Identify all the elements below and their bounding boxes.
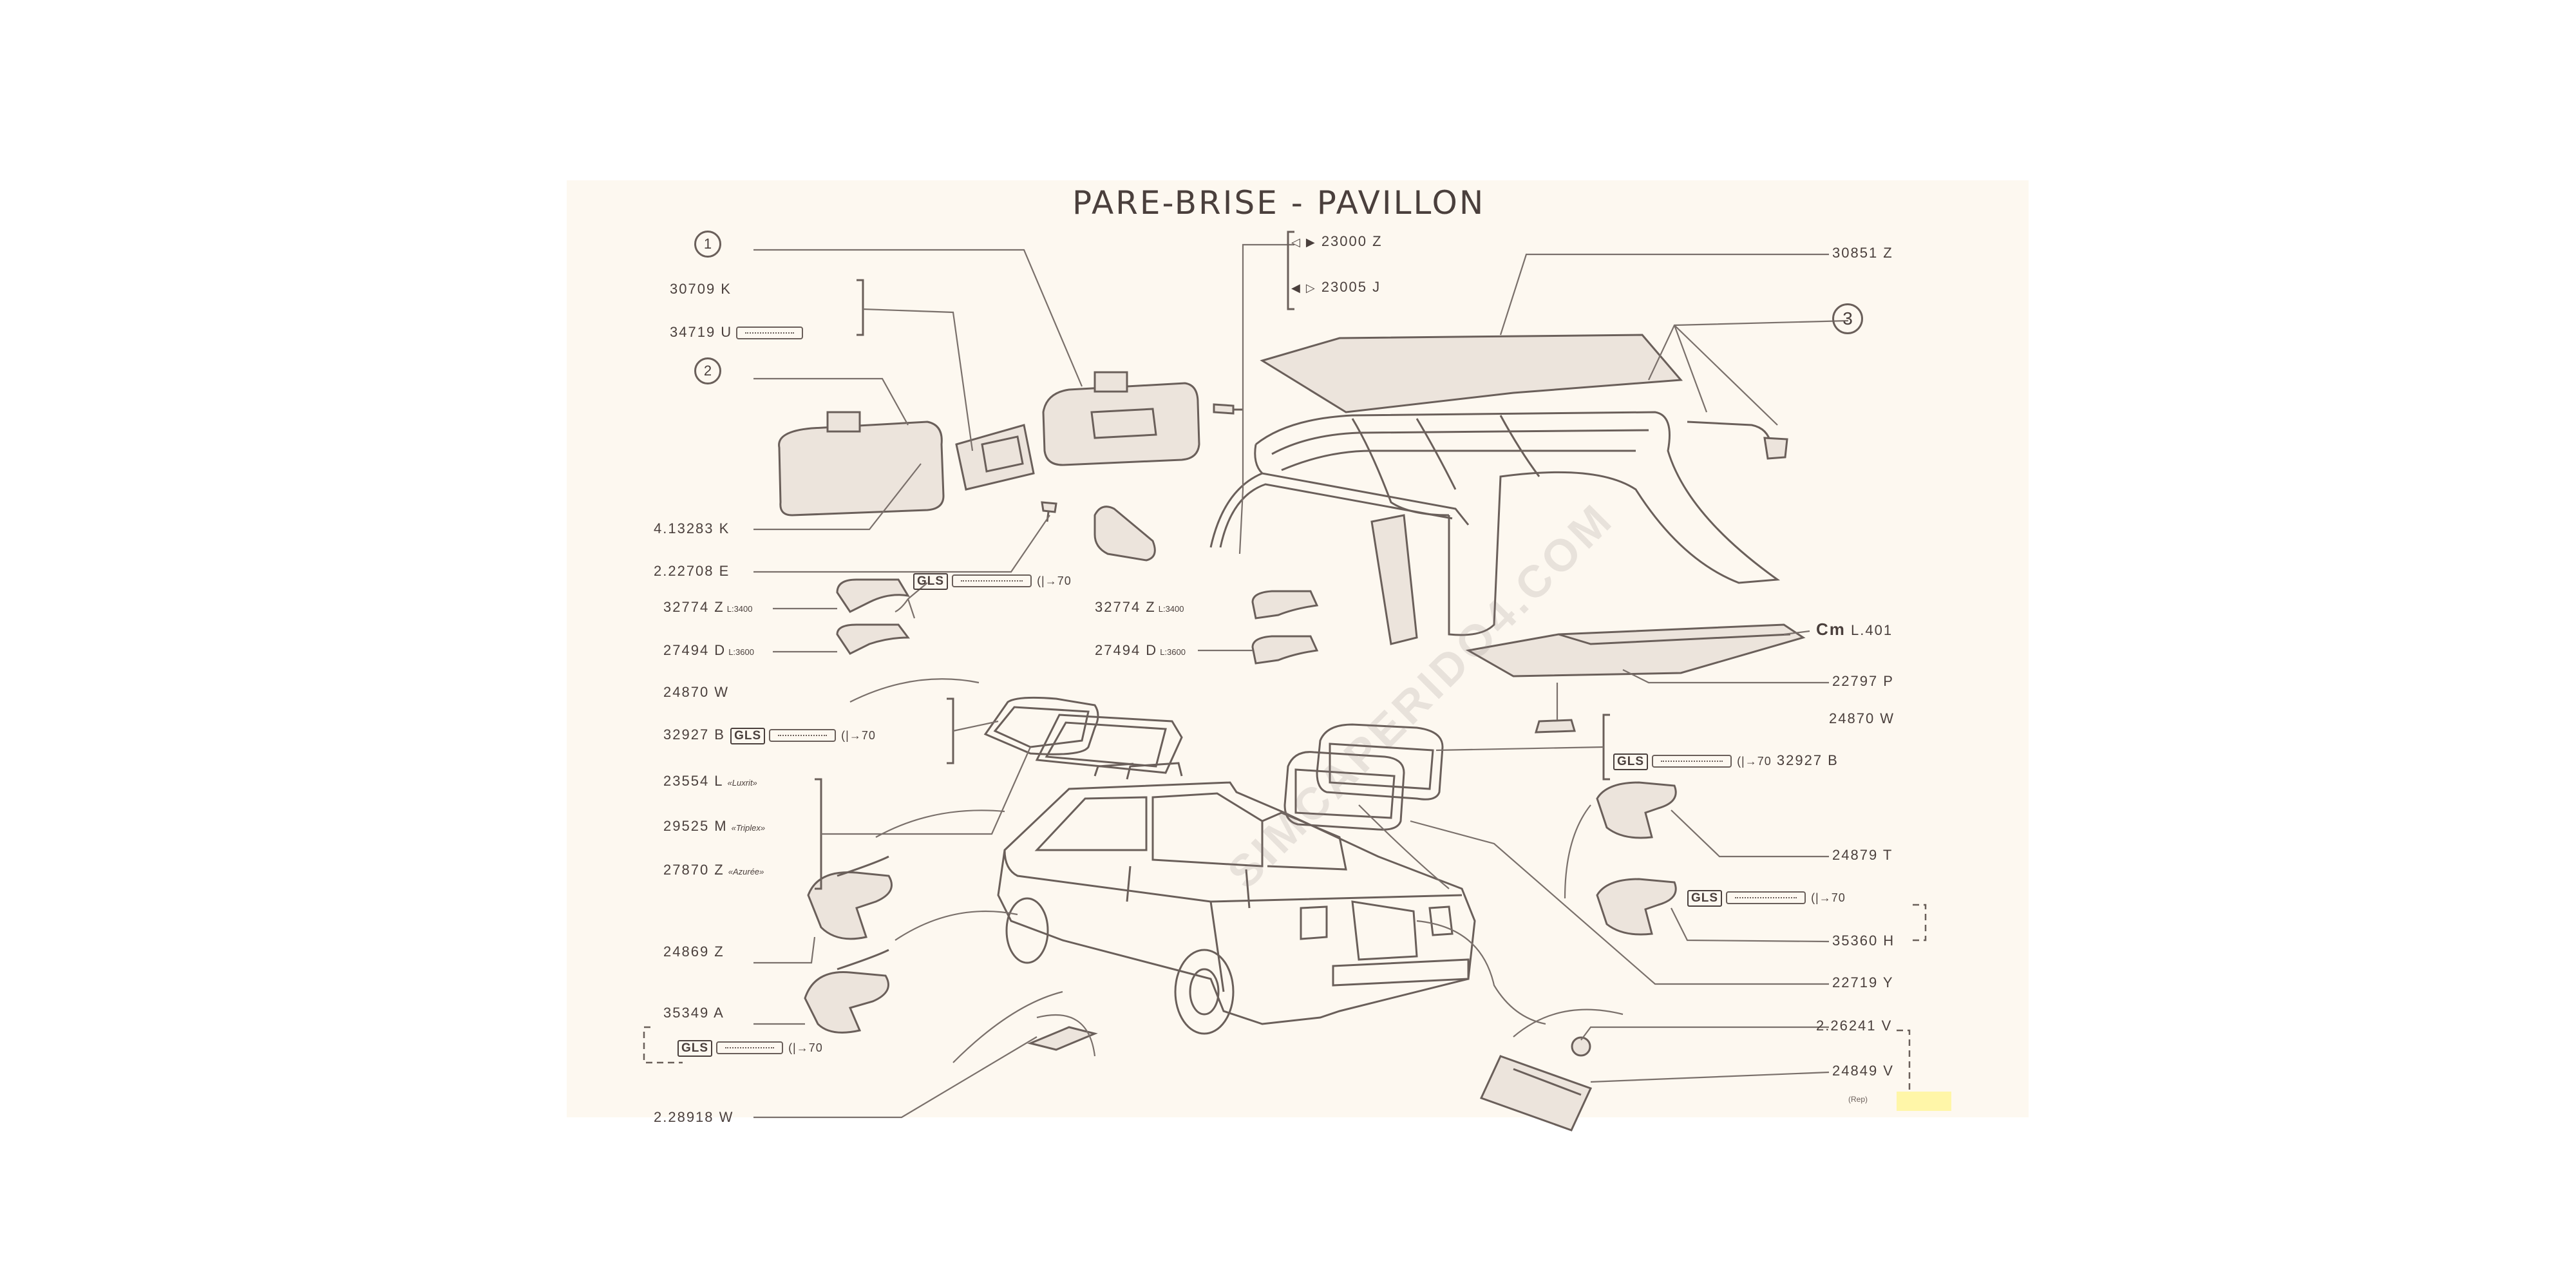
- special-badge-icon: [716, 1041, 784, 1055]
- seal-profile-4: [1251, 635, 1319, 665]
- callout-1: 1: [694, 231, 721, 258]
- rear-light-lens: [1479, 1055, 1593, 1132]
- visor-clip-left: [826, 411, 861, 433]
- label-24849: 24849 V: [1832, 1063, 1894, 1079]
- label-29525: 29525 M«Triplex»: [663, 818, 766, 834]
- pillar-moulding: [1209, 472, 1470, 548]
- car-outline: [997, 762, 1476, 1035]
- interior-light-cover: [1027, 1026, 1098, 1051]
- screw-small: [1041, 501, 1057, 513]
- grommet: [1571, 1036, 1591, 1057]
- weatherstrip-section-2: [804, 971, 889, 1034]
- label-2-26241: 2.26241 V: [1816, 1018, 1893, 1034]
- label-35360: 35360 H: [1832, 933, 1895, 949]
- special-badge-icon: [769, 729, 837, 743]
- footnote: (Rep): [1848, 1095, 1868, 1104]
- label-2-28918: 2.28918 W: [654, 1109, 734, 1125]
- sun-visor-right: [1042, 382, 1200, 466]
- label-24870-left: 24870 W: [663, 684, 730, 700]
- roof-lining-panel: [1260, 334, 1683, 413]
- label-4-13283: 4.13283 K: [654, 520, 730, 536]
- rear-window-glass: [1283, 723, 1444, 831]
- mirror-holder: [1094, 506, 1156, 562]
- label-cm: Cm L.401: [1816, 620, 1893, 639]
- label-22719: 22719 Y: [1832, 974, 1894, 990]
- visor-mount: [955, 424, 1035, 491]
- label-32927-right: GLS(|→70 32927 B: [1613, 752, 1839, 770]
- weatherstrip-section-3: [1596, 781, 1677, 839]
- label-24869: 24869 Z: [663, 943, 724, 960]
- highlight-mark: [1897, 1092, 1951, 1111]
- weatherstrip-section-1: [807, 871, 893, 940]
- label-23000: ◁ ▶ 23000 Z: [1291, 233, 1383, 249]
- double-arrow-icon: ◁ ▶: [1291, 236, 1316, 249]
- special-badge-icon: [952, 574, 1032, 588]
- special-badge-icon: [1652, 755, 1732, 768]
- callout-2: 2: [694, 357, 721, 384]
- label-23554: 23554 L«Luxrit»: [663, 773, 757, 789]
- double-arrow-icon: ◀ ▷: [1291, 281, 1316, 294]
- roof-frame: [1254, 411, 1781, 636]
- sun-visor-left: [778, 421, 945, 516]
- visor-clip-right: [1094, 371, 1128, 393]
- label-30709: 30709 K: [670, 281, 732, 297]
- special-badge-icon: [1726, 891, 1806, 905]
- callout-3: 3: [1832, 303, 1863, 334]
- gls-variant-3: GLS(|→70: [1687, 889, 1846, 907]
- label-2-22708: 2.22708 E: [654, 563, 730, 579]
- diagram-title: PARE-BRISE - PAVILLON: [1072, 184, 1486, 222]
- seal-profile-1: [836, 578, 910, 613]
- shelf-clip: [1534, 719, 1576, 734]
- label-35349: 35349 A: [663, 1005, 724, 1021]
- label-32927-left: 32927 B GLS(|→70: [663, 726, 876, 744]
- gls-variant-1: GLS(|→70: [913, 572, 1072, 590]
- gls-variant-2: GLS(|→70: [677, 1039, 823, 1057]
- screw: [1213, 403, 1235, 415]
- weatherstrip-section-4: [1596, 878, 1677, 936]
- label-24870-right: 24870 W: [1829, 710, 1895, 726]
- side-trim-panel: [1370, 514, 1418, 645]
- label-23005: ◀ ▷ 23005 J: [1291, 279, 1381, 295]
- roof-rail-strip: [1687, 421, 1772, 445]
- seal-profile-3: [1251, 590, 1319, 620]
- label-24879: 24879 T: [1832, 847, 1893, 863]
- seal-profile-2: [836, 623, 910, 655]
- label-30851: 30851 Z: [1832, 245, 1893, 261]
- special-badge-icon: [736, 327, 804, 340]
- windscreen-glass: [983, 696, 1183, 774]
- label-34719: 34719 U: [670, 324, 804, 341]
- label-27870: 27870 Z«Azurée»: [663, 862, 764, 878]
- label-22797: 22797 P: [1832, 673, 1894, 689]
